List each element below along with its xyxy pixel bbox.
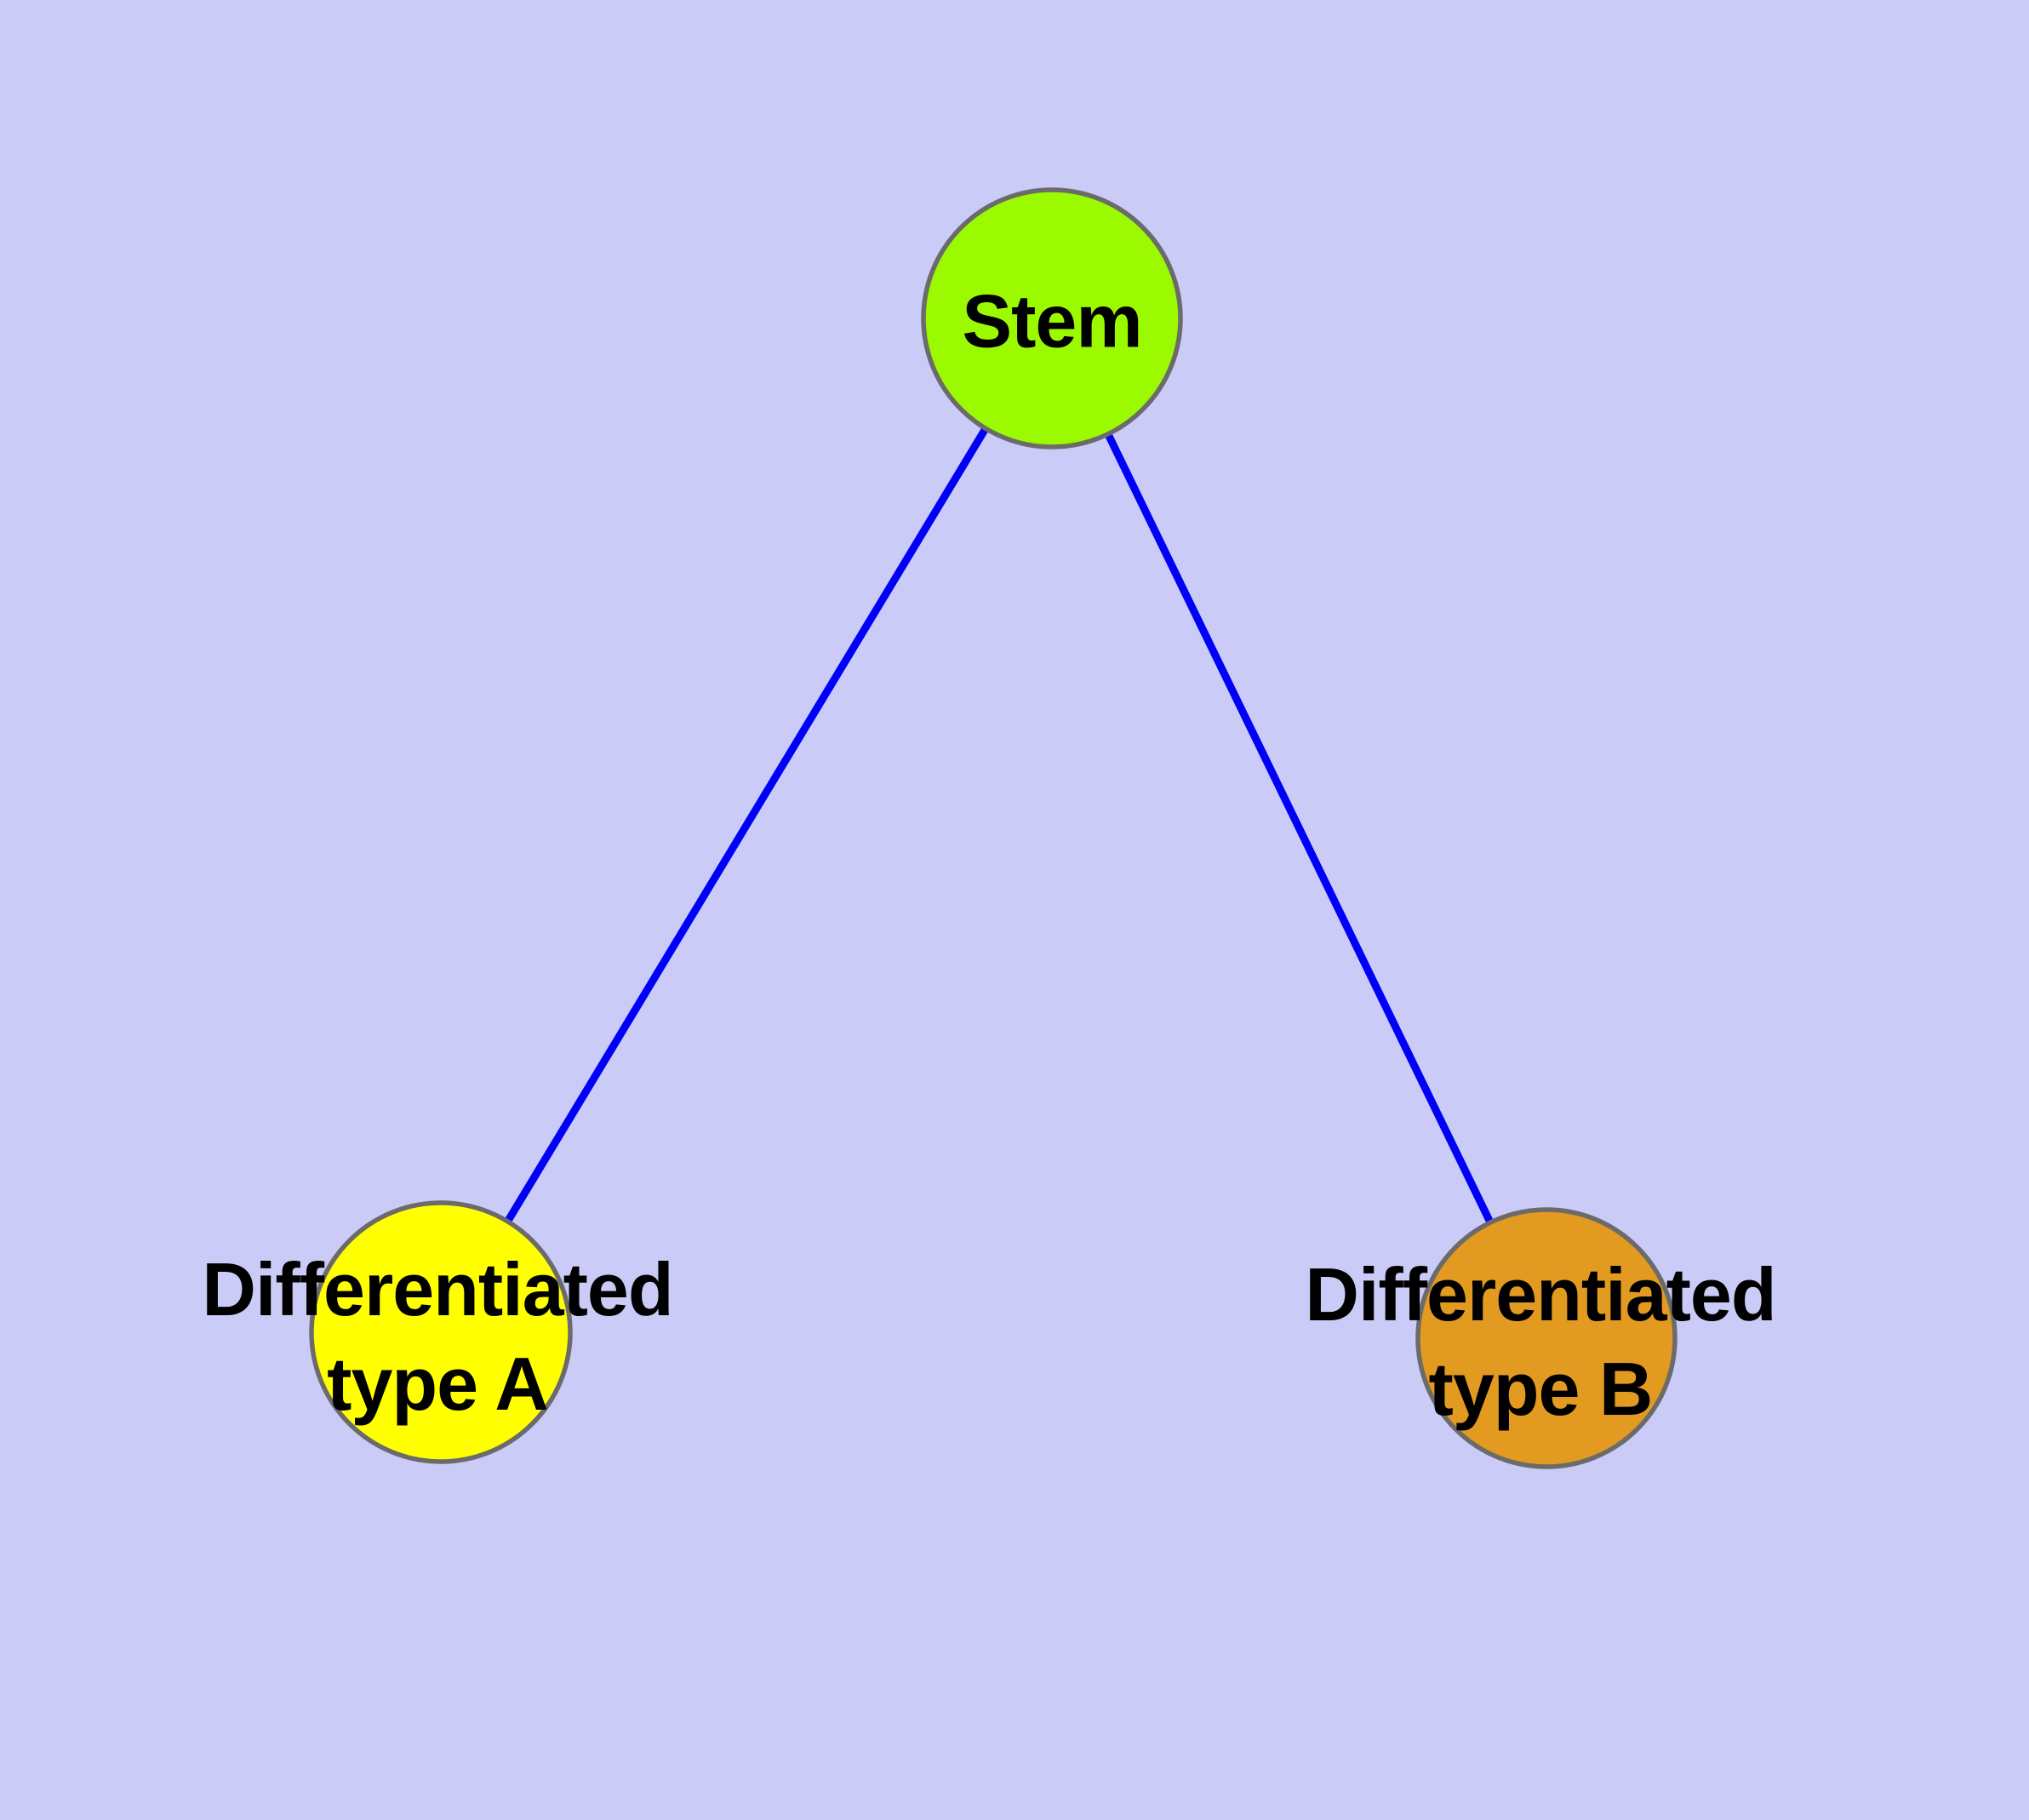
node-type-a-label-line2: type A [327,1342,549,1426]
edge-stem-to-type-b [1048,317,1551,1340]
node-type-b-label-line1: Differentiated [1305,1252,1776,1336]
node-type-b-label-line2: type B [1428,1347,1654,1431]
node-type-b-label: Differentiated type B [1305,1247,1776,1436]
node-type-b-circle [1415,1207,1677,1469]
node-stem-label-text: Stem [962,278,1142,363]
node-stem-circle [921,187,1183,449]
edge-stem-to-type-a [437,316,1055,1335]
node-type-a-circle [309,1200,573,1464]
node-type-a-label-line1: Differentiated [202,1247,673,1331]
node-type-a-label: Differentiated type A [202,1242,673,1431]
node-stem-label: Stem [962,274,1142,369]
